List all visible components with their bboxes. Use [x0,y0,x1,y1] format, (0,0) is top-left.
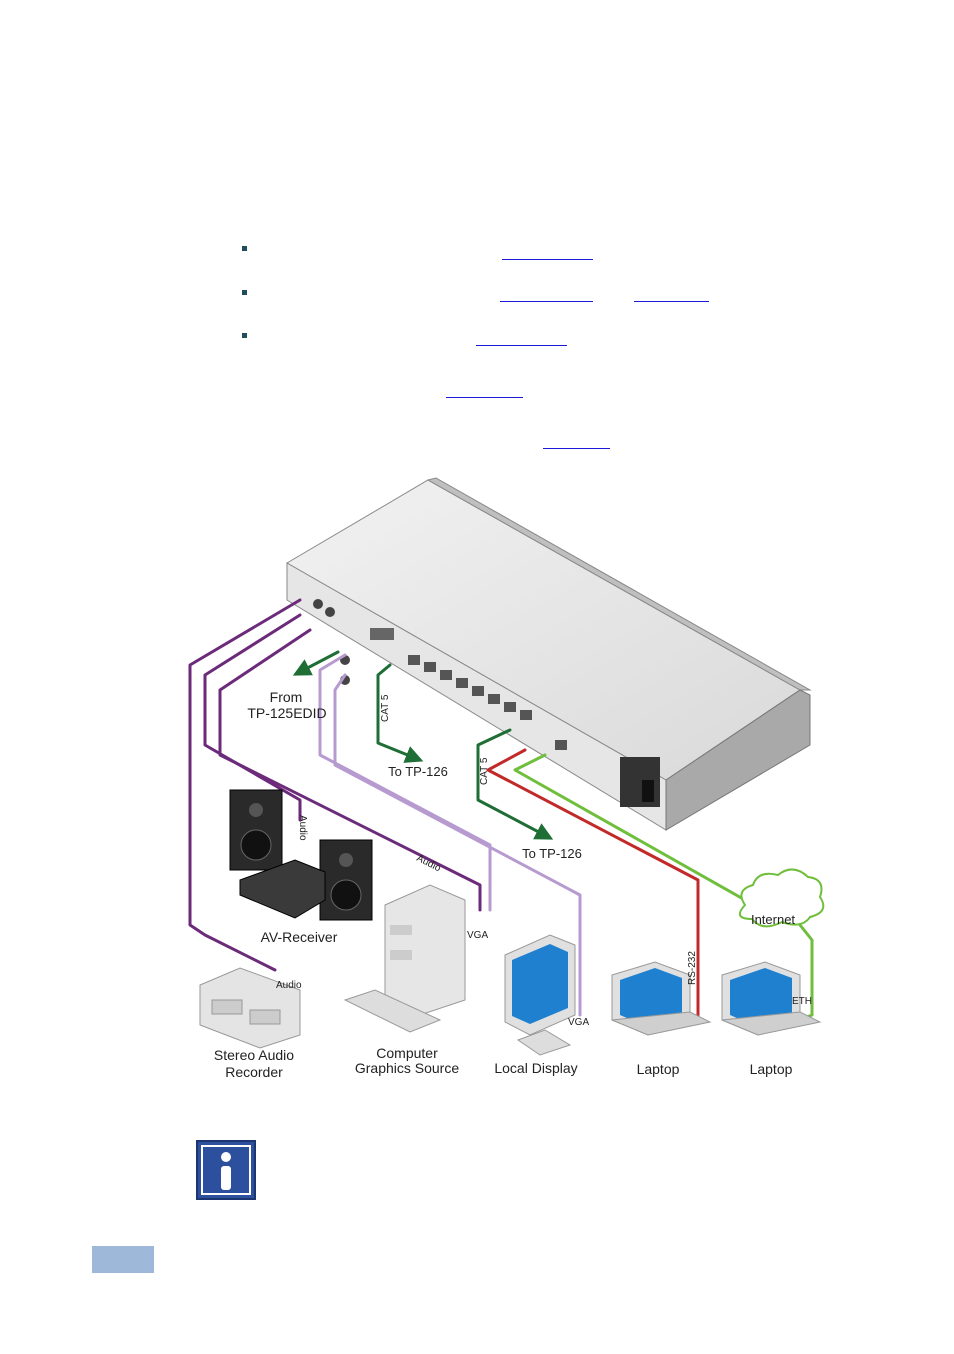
bullet-marker [242,290,247,295]
cat5-label: CAT 5 [380,694,391,722]
info-icon [196,1140,256,1200]
internet-cloud: Internet [738,868,825,928]
computer-caption: Graphics Source [355,1060,459,1076]
stereo-recorder-caption: Stereo Audio [214,1047,294,1063]
av-receiver-caption: AV-Receiver [261,929,338,945]
audio-label: Audio [415,853,443,875]
source-model-label: TP-125EDID [247,705,326,721]
computer-caption: Computer [376,1045,438,1061]
vga-label: VGA [568,1017,589,1028]
internet-label: Internet [751,912,795,927]
audio-jack [313,599,323,609]
audio-label: Audio [276,980,302,991]
local-display-caption: Local Display [494,1060,577,1076]
eth-label: ETH [792,996,812,1007]
local-display-monitor [504,934,576,1056]
power-switch [642,780,654,802]
laptop-caption: Laptop [637,1061,680,1077]
bullet-marker [242,246,247,251]
rj45-port-row [408,655,567,750]
audio-cable [203,613,302,822]
to-tp126-label: To TP-126 [522,846,582,861]
cross-reference-link[interactable] [543,448,610,449]
stereo-recorder-caption: Recorder [225,1064,283,1080]
laptop-caption: Laptop [750,1061,793,1077]
computer-tower [343,884,466,1033]
vga-label: VGA [467,930,488,941]
cat5-cable [376,663,424,763]
cross-reference-link[interactable] [500,301,593,302]
switcher-device [286,477,812,831]
audio-cable [188,598,302,972]
db15-connector [370,628,394,640]
vga-cable [333,673,582,1017]
cat5-cable [292,650,340,676]
to-tp126-label: To TP-126 [388,764,448,779]
laptop-rs232 [611,961,712,1036]
rs232-label: RS-232 [687,951,698,985]
page-number-tab [92,1246,154,1273]
bullet-marker [242,333,247,338]
cross-reference-link[interactable] [502,259,593,260]
cross-reference-link[interactable] [446,397,523,398]
av-receiver [239,859,326,919]
cat5-cable [476,728,554,840]
audio-cable [218,628,482,912]
cross-reference-link[interactable] [476,345,567,346]
cat5-label: CAT 5 [479,757,490,785]
rs232-cable [486,748,700,1017]
stereo-audio-recorder [199,967,301,1049]
speaker-right [319,839,373,921]
speaker-left [229,789,283,871]
vga-cable [318,653,492,912]
cross-reference-link[interactable] [634,301,709,302]
laptop-eth [721,961,822,1036]
audio-jack [325,607,335,617]
audio-label: Audio [297,815,308,841]
from-source-label: From [270,689,303,705]
ethernet-cable [513,753,747,902]
